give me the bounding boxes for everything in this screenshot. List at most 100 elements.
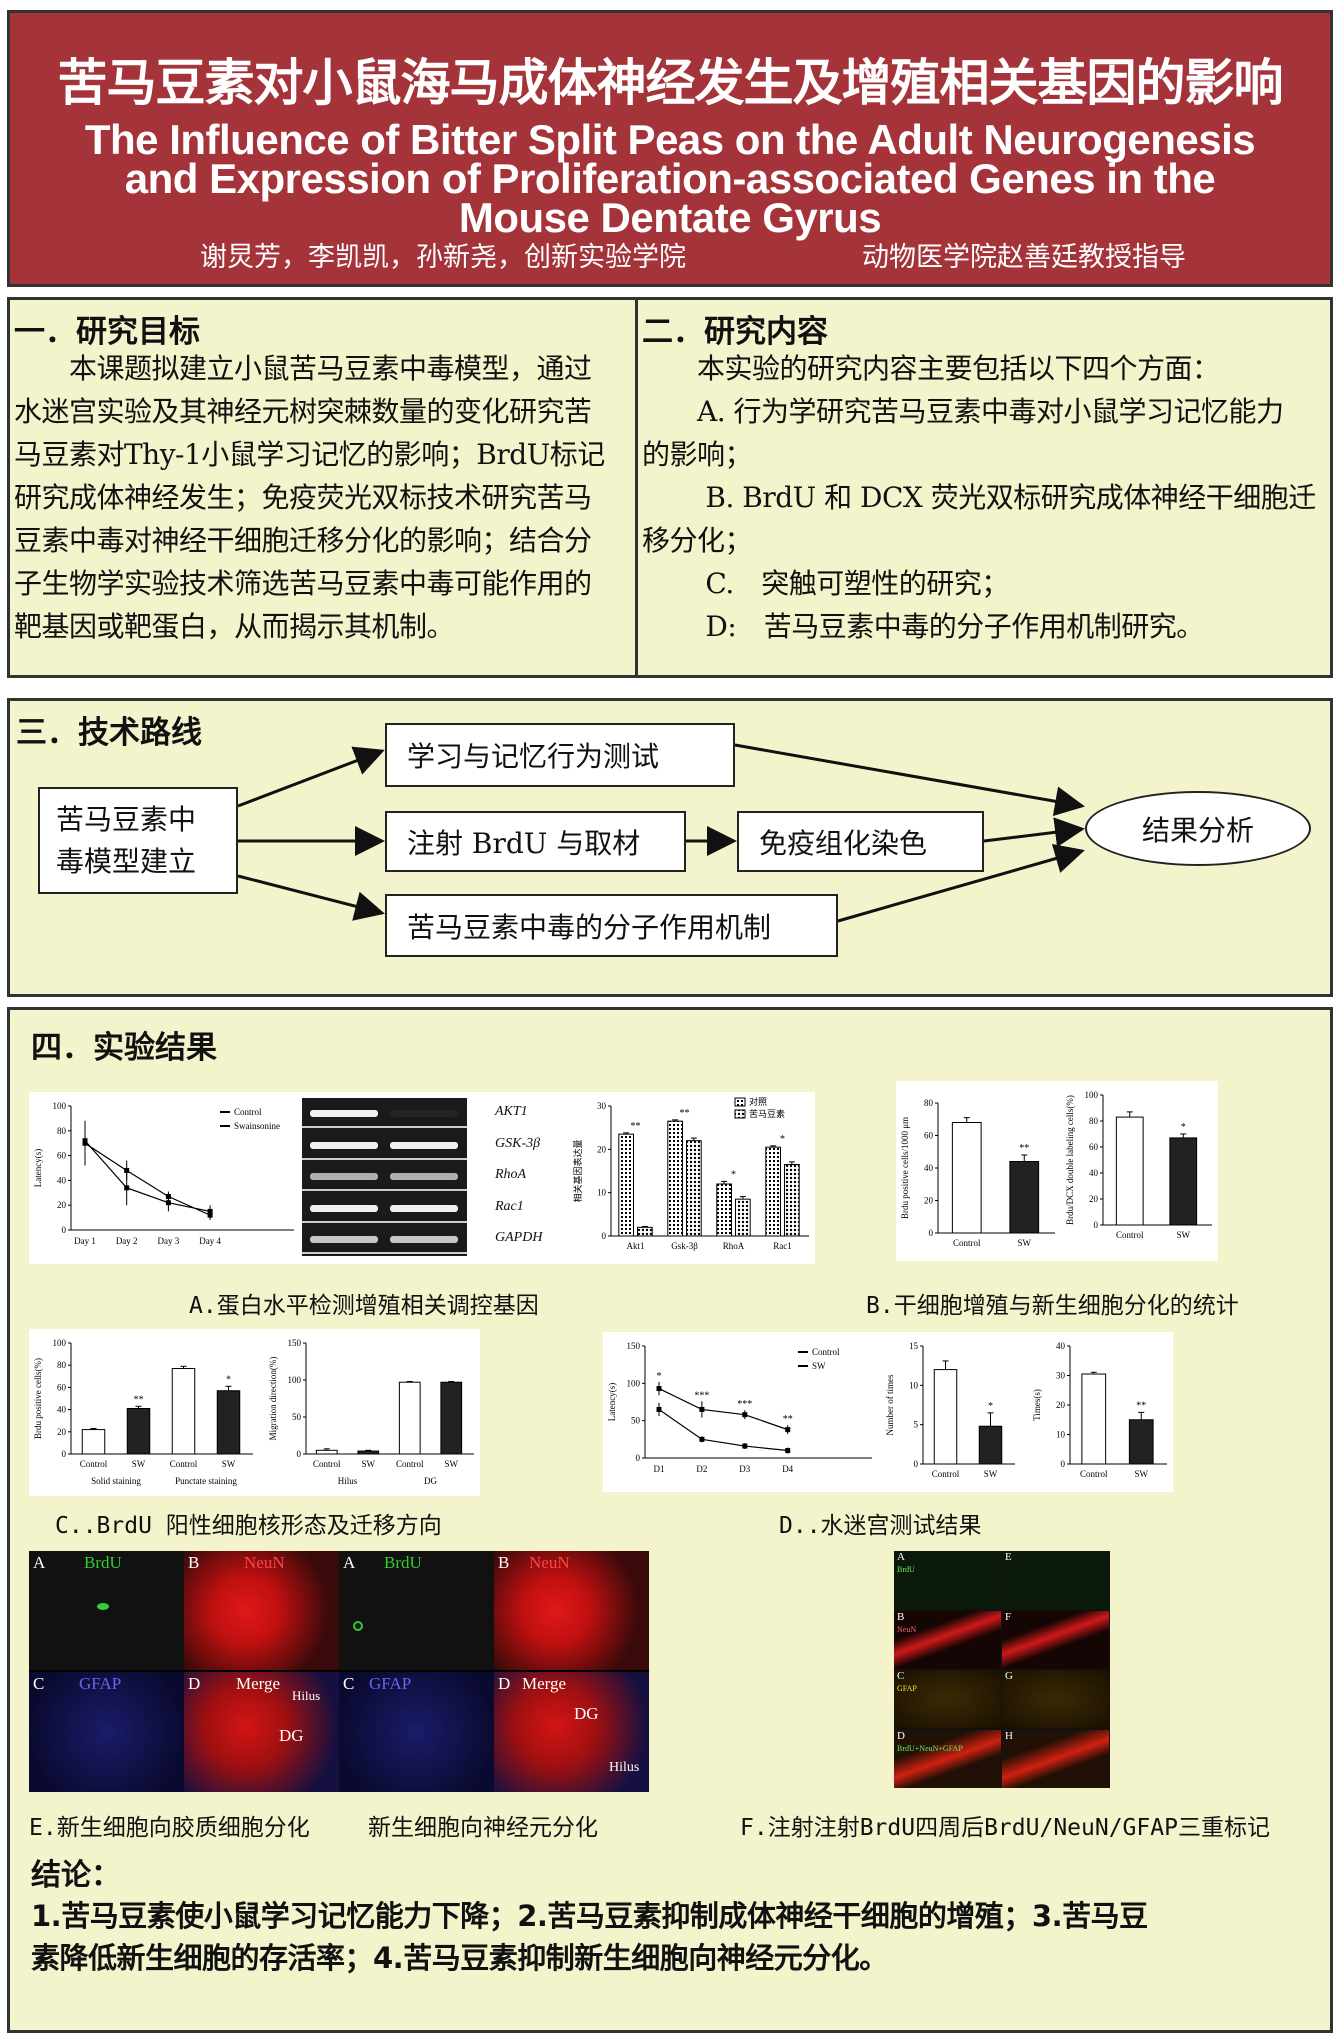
gel-band [310,1204,378,1212]
x-tick-label: Control [932,1469,960,1479]
stain-label: GFAP [369,1674,412,1693]
gel-band [390,1110,458,1117]
x-tick-label: Day 3 [158,1236,180,1246]
x-tick-label: D3 [739,1464,750,1474]
caption-d: D..水迷宫测试结果 [779,1513,982,1539]
x-tick-label: SW [1018,1238,1032,1248]
legend-swatch [734,1097,746,1107]
bar [784,1164,800,1237]
y-tick-label: 40 [57,1175,67,1185]
stain-label: NeuN [897,1624,917,1634]
y-tick-label: 0 [62,1449,67,1459]
y-tick-label: 0 [1094,1220,1099,1230]
y-tick-label: 50 [292,1412,302,1422]
y-tick-label: 20 [924,1196,934,1206]
y-tick-label: 5 [914,1420,919,1430]
y-tick-label: 150 [288,1338,302,1348]
y-tick-label: 40 [1089,1168,1099,1178]
gel-band [310,1236,378,1244]
x-tick-label: D4 [782,1464,793,1474]
region-label: DG [574,1704,599,1723]
y-tick-label: 80 [924,1098,934,1108]
legend-label: Swainsonine [234,1121,280,1131]
x-tick-label: RhoA [723,1241,745,1251]
bar [1115,1116,1144,1226]
y-tick-label: 20 [597,1144,607,1154]
text-line: B. BrdU 和 DCX 荧光双标研究成体神经干细胞迁 [642,481,1316,514]
x-tick-label: SW [1177,1230,1191,1240]
section-3-title: 三．技术路线 [16,715,202,751]
legend-label: SW [812,1361,826,1371]
gel-band [390,1173,458,1181]
stain-label: BrdU [84,1553,122,1572]
technical-route-panel: 三．技术路线 苦马豆素中 毒模型建立 学习与记忆行为测试 注射 BrdU 与取材… [7,698,1333,997]
group-label: Solid staining [91,1476,141,1486]
x-tick-label: Day 1 [74,1236,96,1246]
y-tick-label: 20 [1056,1400,1066,1410]
significance-label: ** [783,1414,793,1425]
bar [398,1381,421,1455]
micrograph-panel: F [1002,1610,1109,1669]
stain-label: BrdU [897,1565,915,1574]
legend-label: Control [234,1107,262,1117]
legend-swatch [734,1109,746,1119]
y-tick-label: 100 [53,1101,67,1111]
flow-result-ellipse: 结果分析 [1085,791,1311,866]
x-tick-label: SW [1135,1469,1149,1479]
bar [637,1226,653,1237]
y-tick-label: 30 [597,1101,607,1111]
significance-label: * [988,1401,993,1412]
text-line: 本实验的研究内容主要包括以下四个方面： [642,352,1220,385]
bar [1081,1373,1107,1465]
y-tick-label: 0 [602,1231,607,1241]
significance-label: *** [694,1390,709,1401]
gel-row [302,1193,467,1223]
title-english-line-2: and Expression of Proliferation-associat… [124,155,1216,202]
gel-label: Rac1 [495,1198,524,1214]
panel-label: C [343,1674,355,1693]
x-tick-label: Control [396,1459,424,1469]
x-tick-label: SW [222,1459,236,1469]
panel-label: B [188,1553,200,1572]
x-tick-label: Control [80,1459,108,1469]
stain-label: BrdU+NeuN+GFAP [897,1743,963,1753]
bar [735,1198,751,1237]
y-tick-label: 20 [57,1200,67,1210]
bar [315,1449,338,1455]
panel-label: B [498,1553,510,1572]
title-chinese: 苦马豆素对小鼠海马成体神经发生及增殖相关基因的影响 [57,54,1284,112]
gel-band [310,1173,378,1181]
arrow [237,874,385,921]
bar [171,1368,196,1455]
significance-label: *** [737,1399,752,1410]
panel-label: A [343,1553,356,1572]
significance-label: ** [134,1394,144,1405]
caption-c: C..BrdU 阳性细胞核形态及迁移方向 [55,1513,442,1539]
gel-row [302,1098,467,1128]
bar [126,1407,151,1455]
bar [978,1425,1003,1465]
flow-molecular-box: 苦马豆素中毒的分子作用机制 [385,894,838,957]
x-tick-label: Control [313,1459,341,1469]
western-blot-gel [302,1098,467,1256]
section-2-body: 本实验的研究内容主要包括以下四个方面： A. 行为学研究苦马豆素中毒对小鼠学习记… [642,347,1316,648]
y-tick-label: 0 [636,1453,641,1463]
x-tick-label: Control [1116,1230,1144,1240]
text-line: C. 突触可塑性的研究； [642,567,1009,600]
y-tick-label: 80 [57,1126,67,1136]
y-tick-label: 100 [288,1375,302,1385]
gel-band [310,1141,378,1149]
series-line [84,1140,211,1212]
stain-label: GFAP [897,1684,917,1693]
